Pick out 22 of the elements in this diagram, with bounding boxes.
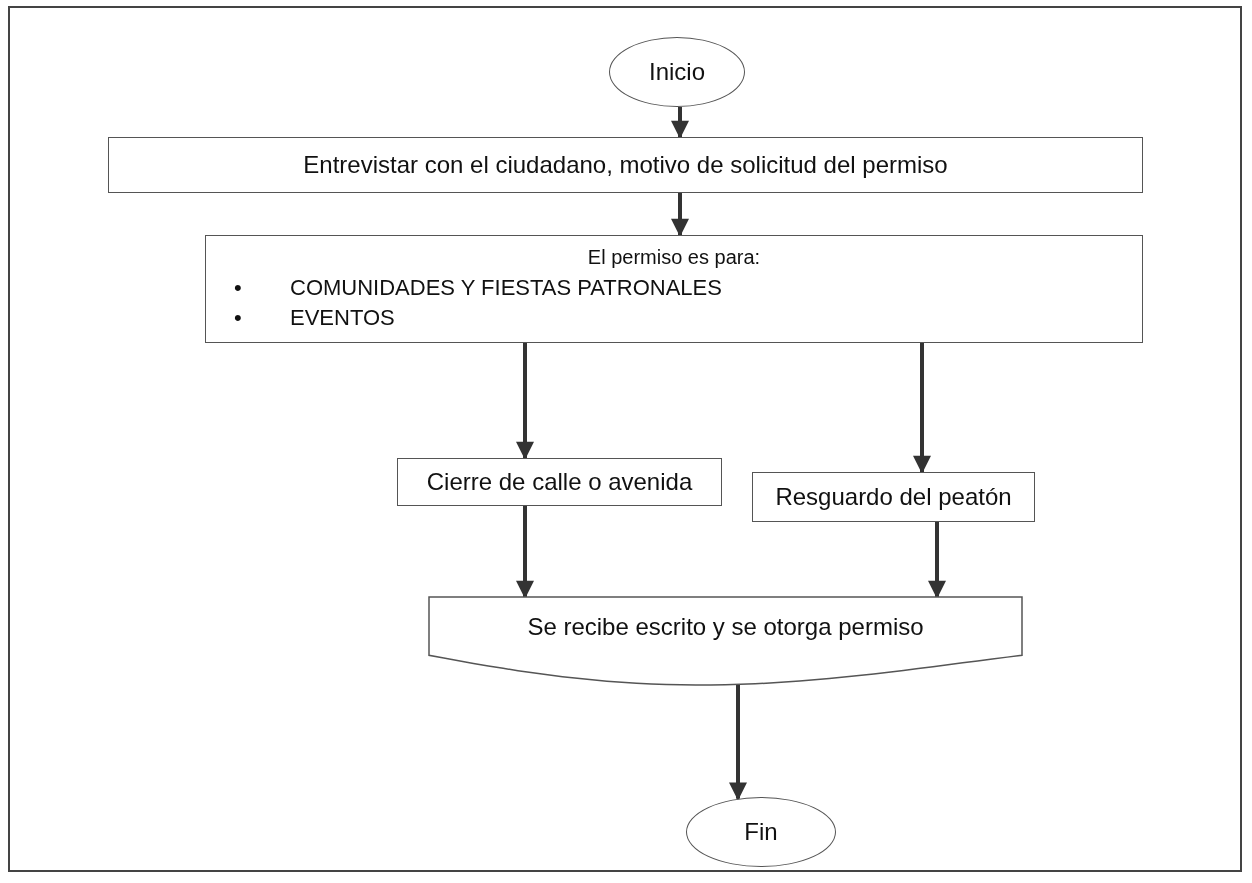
arrow [516,506,534,599]
bullet: • [234,273,243,302]
bullet-item: EVENTOS [290,303,395,332]
arrow [729,684,747,801]
arrow [913,343,931,474]
node-label: Entrevistar con el ciudadano, motivo de solicitud del permiso [303,151,948,179]
process-box [397,458,722,506]
node-label: Se recibe escrito y se otorga permiso [527,613,924,641]
arrow [671,106,689,139]
process-box [108,137,1143,193]
node-label: Cierre de calle o avenida [426,468,693,496]
process-box [205,235,1143,343]
node-label: Fin [744,818,778,846]
arrow [671,193,689,237]
process-box [752,472,1035,522]
node-label: Inicio [649,58,705,86]
bullet-item: COMUNIDADES Y FIESTAS PATRONALES [290,273,722,302]
arrow [928,522,946,599]
arrow [516,343,534,460]
box-heading: El permiso es para: [586,245,762,269]
bullet: • [234,303,243,332]
node-label: Resguardo del peatón [775,483,1012,511]
